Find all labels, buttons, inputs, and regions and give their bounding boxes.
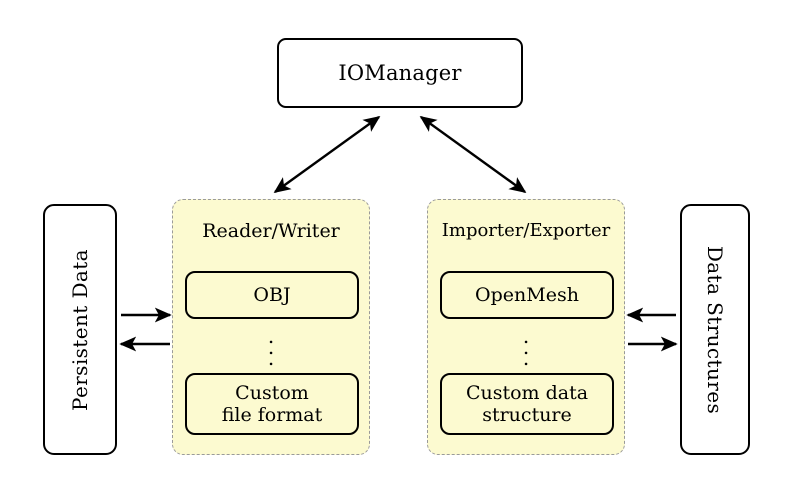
item-obj[interactable]: OBJ [185,271,359,319]
ellipsis-dot: . [522,346,530,370]
iomanager-node[interactable]: IOManager [277,38,523,108]
item-custom-data-structure[interactable]: Custom data structure [440,373,614,435]
data-structures-label: Data Structures [703,245,727,414]
connector-manager-importer-exporter [419,116,527,193]
ellipsis-dot: . [267,346,275,370]
item-openmesh-label: OpenMesh [475,283,579,306]
item-custom-file-format-line1: Custom [235,381,309,404]
item-custom-data-structure-line1: Custom data [465,381,589,404]
group-importer-exporter[interactable]: Importer/Exporter OpenMesh . . . Custom … [427,199,625,455]
group-reader-writer-title: Reader/Writer [202,220,340,242]
item-custom-file-format-line2: file format [221,404,323,426]
ellipsis-dot: . [267,335,275,359]
ellipsis-dot: . [267,324,275,348]
importer-exporter-ellipsis: . . . [428,324,624,370]
item-custom-data-structure-line2: structure [482,404,572,426]
ellipsis-dot: . [522,335,530,359]
item-openmesh[interactable]: OpenMesh [440,271,614,319]
data-structures-node[interactable]: Data Structures [680,204,750,455]
reader-writer-ellipsis: . . . [173,324,369,370]
item-custom-data-structure-label: Custom data structure [460,382,594,427]
persistent-data-label: Persistent Data [68,248,93,411]
item-custom-file-format-label: Custom file format [216,382,329,427]
item-obj-label: OBJ [253,283,291,306]
group-reader-writer[interactable]: Reader/Writer OBJ . . . Custom file form… [172,199,370,455]
item-custom-file-format[interactable]: Custom file format [185,373,359,435]
persistent-data-node[interactable]: Persistent Data [43,204,117,455]
connector-manager-reader-writer [273,116,381,193]
group-importer-exporter-title: Importer/Exporter [441,220,611,241]
iomanager-label: IOManager [338,61,462,85]
ellipsis-dot: . [522,324,530,348]
